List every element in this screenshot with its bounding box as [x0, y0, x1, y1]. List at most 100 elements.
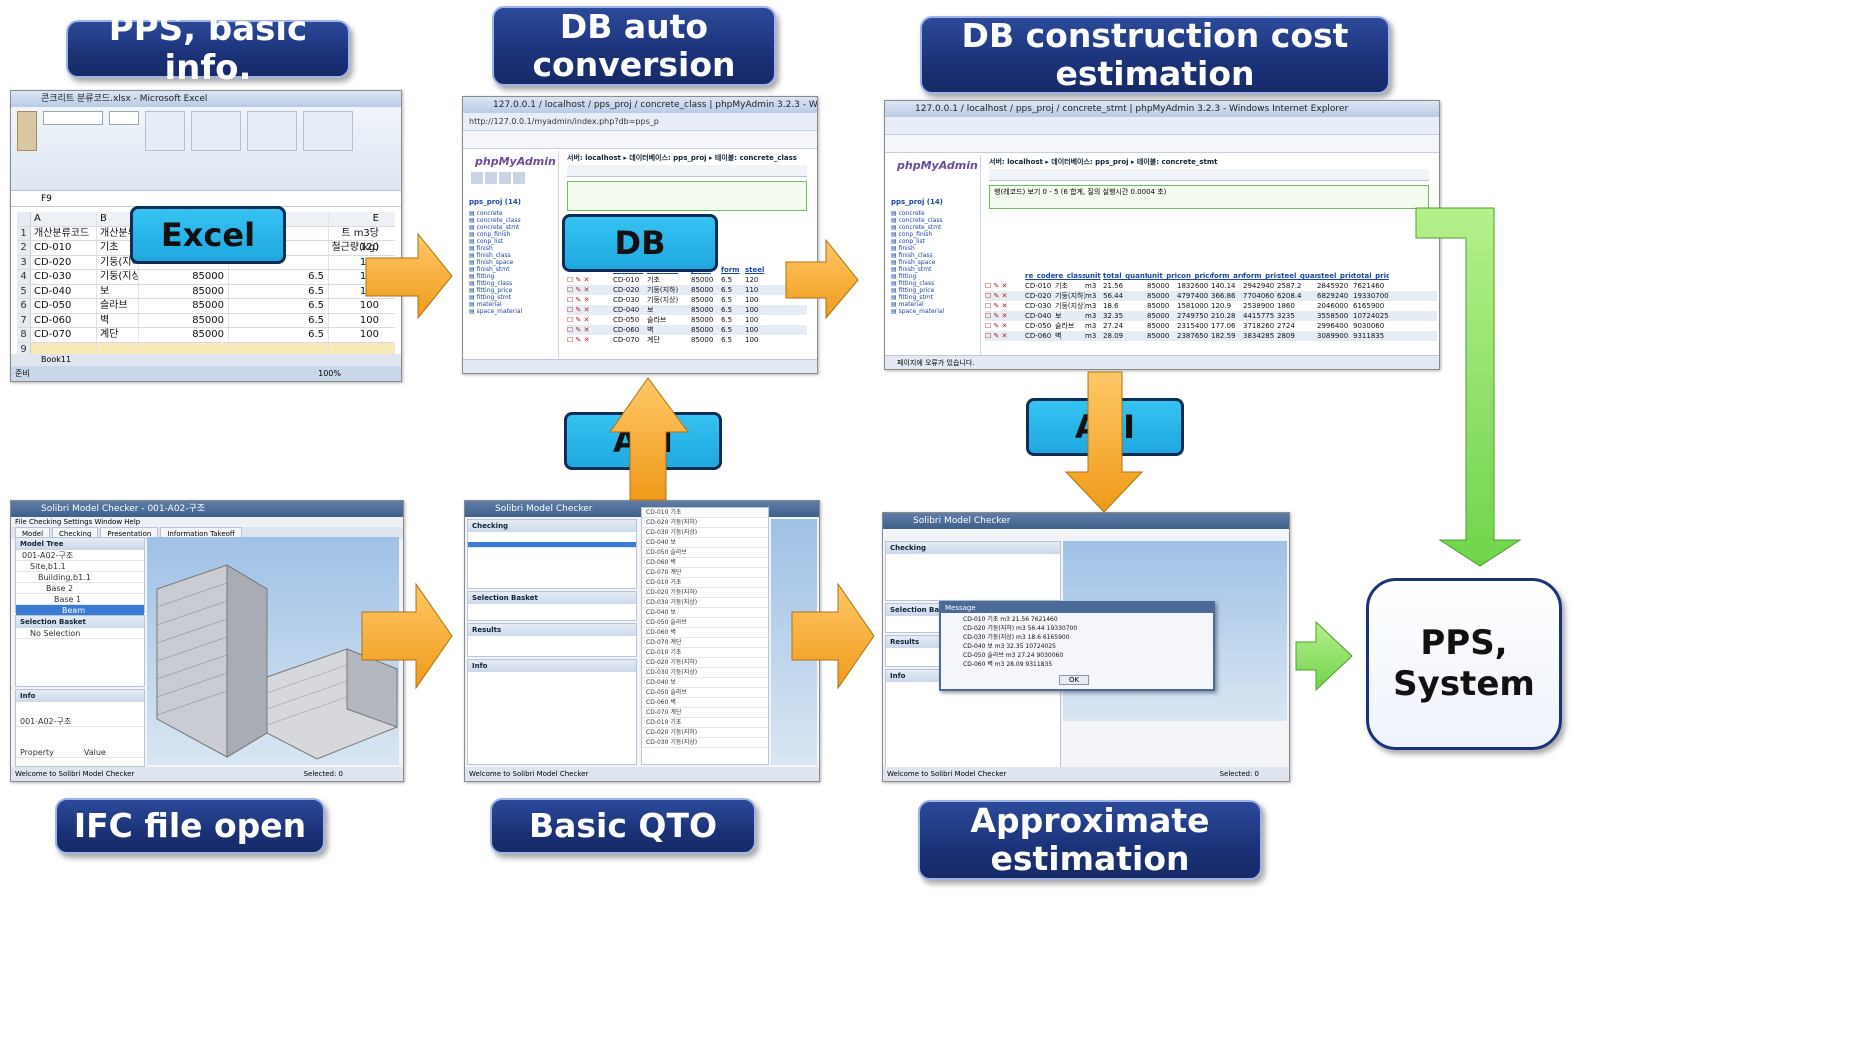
cost-column-header[interactable]: total_quantity — [1103, 272, 1147, 280]
cost-column-header[interactable]: form_price — [1243, 272, 1277, 280]
ifc-3d-viewport[interactable] — [147, 537, 399, 765]
db-table-link[interactable]: ▤ finish_stmt — [469, 266, 510, 273]
approx-ok-button[interactable]: OK — [1059, 675, 1089, 685]
excel-cell-factor[interactable]: 6.5 — [229, 270, 329, 284]
excel-cell-code[interactable]: CD-040 — [31, 284, 97, 298]
cost-column-header[interactable]: re_class — [1055, 272, 1085, 280]
excel-cell-factor[interactable] — [229, 255, 329, 269]
excel-sheet-tabs[interactable]: Book11 — [11, 354, 401, 366]
excel-sheet-tab[interactable]: Book11 — [41, 355, 72, 364]
db-table-link[interactable]: ▤ concrete_stmt — [891, 224, 942, 231]
db-address-bar[interactable]: http://127.0.0.1/myadmin/index.php?db=pp… — [463, 113, 817, 131]
db-row-actions[interactable]: ☐ ✎ ✕ — [567, 336, 590, 344]
excel-cell-name[interactable]: 보 — [97, 284, 139, 298]
db-table-link[interactable]: ▤ finish_space — [891, 259, 936, 266]
db-table-link[interactable]: ▤ concrete_class — [469, 217, 521, 224]
db-table-link[interactable]: ▤ finish_class — [891, 252, 933, 259]
db-table-link[interactable]: ▤ material — [469, 301, 502, 308]
excel-cell-factor[interactable]: 6.5 — [229, 328, 329, 342]
db-table-link[interactable]: ▤ finish — [469, 245, 493, 252]
db-table-link[interactable]: ▤ fitting_class — [469, 280, 513, 287]
excel-cell-price[interactable]: 85000 — [139, 299, 229, 313]
excel-cell-name[interactable]: 기둥(지상) — [97, 270, 139, 284]
excel-cell-name[interactable]: 슬라브 — [97, 299, 139, 313]
cost-row-actions[interactable]: ☐ ✎ ✕ — [985, 292, 1008, 300]
ifc-selection-basket[interactable]: Selection Basket No Selection — [15, 615, 145, 687]
excel-cell-code[interactable]: CD-020 — [31, 255, 97, 269]
db-table-link[interactable]: ▤ conp_finish — [891, 231, 933, 238]
db-table-link[interactable]: ▤ fitting_price — [891, 287, 935, 294]
excel-cell-factor[interactable]: 6.5 — [229, 299, 329, 313]
ifc-tree-item[interactable]: Building,b1.1 — [16, 572, 144, 583]
ifc-tree-item[interactable]: Base 1 — [16, 594, 144, 605]
cost-column-header[interactable]: total_price — [1353, 272, 1389, 280]
excel-cell-steel[interactable]: 100 — [359, 300, 379, 311]
db-name[interactable]: pps_proj (14) — [469, 198, 521, 206]
db-table-link[interactable]: ▤ finish_stmt — [891, 266, 932, 273]
excel-cell-steel[interactable]: 110 — [359, 256, 379, 268]
db-row-actions[interactable]: ☐ ✎ ✕ — [567, 296, 590, 304]
cost-column-header[interactable]: re_code — [1025, 272, 1055, 280]
db-table-link[interactable]: ▤ concrete_class — [891, 217, 943, 224]
excel-cell-price[interactable]: 85000 — [139, 284, 229, 298]
excel-cell-name[interactable]: 벽 — [97, 313, 139, 327]
excel-cell-factor[interactable]: 6.5 — [229, 313, 329, 327]
cost-row-actions[interactable]: ☐ ✎ ✕ — [985, 332, 1008, 340]
excel-cell-code[interactable]: CD-070 — [31, 328, 97, 342]
db-row-actions[interactable]: ☐ ✎ ✕ — [567, 286, 590, 294]
db-row-actions[interactable]: ☐ ✎ ✕ — [567, 326, 590, 334]
cost-column-header[interactable]: steel_quantity — [1277, 272, 1317, 280]
excel-cell-code[interactable]: CD-050 — [31, 299, 97, 313]
db-table-link[interactable]: ▤ concrete_stmt — [469, 224, 520, 231]
ifc-tree-item[interactable]: Site,b1.1 — [16, 561, 144, 572]
excel-cell-code[interactable]: CD-060 — [31, 313, 97, 327]
ifc-tree-item[interactable]: Base 2 — [16, 583, 144, 594]
db-table-link[interactable]: ▤ finish_class — [469, 252, 511, 259]
excel-cell-price[interactable]: 85000 — [139, 313, 229, 327]
qto-results-panel[interactable]: Results — [467, 623, 637, 657]
db-table-link[interactable]: ▤ finish — [891, 245, 915, 252]
excel-cell-steel[interactable]: 100 — [359, 285, 379, 297]
db-table-link[interactable]: ▤ fitting_stmt — [891, 294, 934, 301]
ifc-menu-bar[interactable]: File Checking Settings Window Help — [11, 517, 403, 527]
excel-cell-price[interactable]: 85000 — [139, 328, 229, 342]
cost-column-header[interactable]: steel_price — [1317, 272, 1353, 280]
cost-row-actions[interactable]: ☐ ✎ ✕ — [985, 282, 1008, 290]
db-table-link[interactable]: ▤ concrete — [469, 210, 503, 217]
db-row-actions[interactable]: ☐ ✎ ✕ — [567, 316, 590, 324]
cost-column-header[interactable]: con_price — [1177, 272, 1211, 280]
db-table-link[interactable]: ▤ fitting — [469, 273, 495, 280]
cost-row-actions[interactable]: ☐ ✎ ✕ — [985, 302, 1008, 310]
db-table-link[interactable]: ▤ conp_finish — [469, 231, 511, 238]
qto-3d-viewport[interactable] — [771, 519, 817, 765]
cost-row-actions[interactable]: ☐ ✎ ✕ — [985, 312, 1008, 320]
cost-column-header[interactable]: form_area — [1211, 272, 1243, 280]
excel-cell-steel[interactable]: 100 — [359, 314, 379, 326]
cost-column-header[interactable]: unit_price — [1147, 272, 1177, 280]
excel-cell-name[interactable]: 계단 — [97, 328, 139, 342]
db-table-link[interactable]: ▤ space_material — [891, 308, 945, 315]
qto-info-panel[interactable]: Info — [467, 659, 637, 765]
db-table-link[interactable]: ▤ fitting_stmt — [469, 294, 512, 301]
ifc-tree-item[interactable]: 001-A02-구조 — [16, 550, 144, 561]
excel-cell-steel[interactable]: 100 — [359, 271, 379, 282]
db-row-actions[interactable]: ☐ ✎ ✕ — [567, 276, 590, 284]
db-table-link[interactable]: ▤ concrete — [891, 210, 925, 217]
cost-address-bar[interactable] — [885, 117, 1439, 135]
db-table-link[interactable]: ▤ fitting_class — [891, 280, 935, 287]
cost-row-actions[interactable]: ☐ ✎ ✕ — [985, 322, 1008, 330]
excel-cell-code[interactable]: CD-010 — [31, 241, 97, 255]
db-table-link[interactable]: ▤ conp_list — [469, 238, 503, 245]
cost-column-header[interactable]: unit — [1085, 272, 1101, 280]
excel-cell-price[interactable]: 85000 — [139, 270, 229, 284]
excel-cell-steel[interactable]: 100 — [359, 329, 379, 340]
qto-checking-panel[interactable]: Checking — [467, 519, 637, 589]
db-table-link[interactable]: ▤ material — [891, 301, 924, 308]
qto-selection-panel[interactable]: Selection Basket — [467, 591, 637, 621]
db-table-link[interactable]: ▤ fitting — [891, 273, 917, 280]
cost-db-name[interactable]: pps_proj (14) — [891, 198, 943, 206]
